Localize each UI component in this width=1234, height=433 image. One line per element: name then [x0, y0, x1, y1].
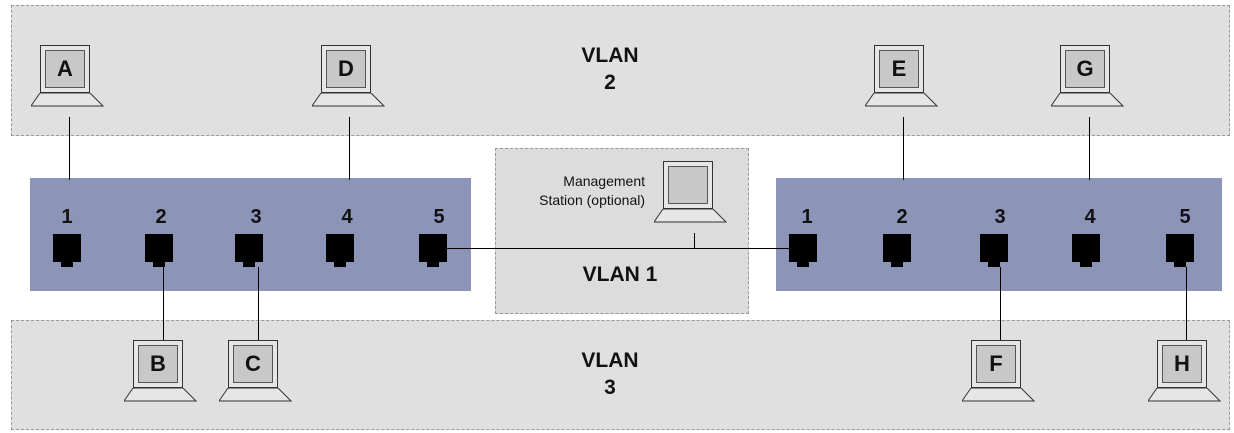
vlan3-label: VLAN 3	[570, 347, 650, 401]
laptop-G-screen: G	[1060, 45, 1110, 93]
laptop-C-label: C	[233, 345, 273, 383]
vlan1-label: VLAN 1	[582, 263, 658, 286]
left-port-2-number: 2	[155, 206, 167, 228]
right-port-3-number: 3	[994, 206, 1006, 228]
laptop-E-screen: E	[874, 45, 924, 93]
link-left5-right1	[447, 248, 789, 249]
laptop-A-keyboard	[31, 93, 105, 107]
laptop-H-label: H	[1162, 345, 1202, 383]
laptop-G: G	[1051, 45, 1127, 115]
right-port-4	[1072, 234, 1100, 267]
laptop-D-keyboard	[312, 93, 386, 107]
management-line2: Station (optional)	[539, 192, 645, 208]
management-line1: Management	[563, 173, 645, 189]
laptop-F-screen: F	[971, 340, 1021, 388]
laptop-F-label: F	[976, 345, 1016, 383]
left-port-5-number: 5	[433, 206, 445, 228]
right-port-1	[789, 234, 817, 267]
vlan2-number: 2	[604, 71, 616, 94]
vlan3-title: VLAN	[581, 349, 639, 372]
management-station-laptop	[654, 161, 730, 231]
right-port-2-number: 2	[896, 206, 908, 228]
laptop-B-screen: B	[133, 340, 183, 388]
laptop-H-keyboard	[1148, 388, 1222, 402]
left-port-1	[53, 234, 81, 267]
laptop-F: F	[962, 340, 1038, 410]
left-port-4-number: 4	[341, 206, 353, 228]
laptop-C-keyboard	[219, 388, 293, 402]
management-keyboard	[654, 209, 728, 223]
left-port-3-number: 3	[250, 206, 262, 228]
vlan2-band	[11, 5, 1230, 136]
laptop-E-keyboard	[865, 93, 939, 107]
left-port-3	[235, 234, 263, 267]
link-G-right-port-4	[1089, 117, 1090, 180]
link-B-left-port-2	[163, 267, 164, 340]
vlan2-label: VLAN 2	[570, 42, 650, 96]
link-C-left-port-3	[258, 267, 259, 340]
left-port-1-number: 1	[61, 206, 73, 228]
laptop-A: A	[31, 45, 107, 115]
link-E-right-port-2	[903, 117, 904, 180]
laptop-D: D	[312, 45, 388, 115]
laptop-G-label: G	[1065, 50, 1105, 88]
laptop-G-keyboard	[1051, 93, 1125, 107]
laptop-F-keyboard	[962, 388, 1036, 402]
right-port-4-number: 4	[1084, 206, 1096, 228]
laptop-B: B	[124, 340, 200, 410]
link-management-drop	[694, 233, 695, 248]
management-screen	[663, 161, 713, 209]
right-port-3	[980, 234, 1008, 267]
vlan3-band	[11, 320, 1230, 430]
laptop-H: H	[1148, 340, 1224, 410]
right-port-5-number: 5	[1179, 206, 1191, 228]
right-port-5	[1166, 234, 1194, 267]
laptop-D-label: D	[326, 50, 366, 88]
left-port-2	[145, 234, 173, 267]
right-port-1-number: 1	[801, 206, 813, 228]
laptop-H-screen: H	[1157, 340, 1207, 388]
laptop-D-screen: D	[321, 45, 371, 93]
vlan2-title: VLAN	[581, 44, 639, 67]
laptop-C: C	[219, 340, 295, 410]
laptop-B-keyboard	[124, 388, 198, 402]
link-F-right-port-3	[1000, 267, 1001, 340]
left-port-4	[326, 234, 354, 267]
laptop-B-label: B	[138, 345, 178, 383]
link-D-left-port-4	[349, 117, 350, 180]
left-port-5	[419, 234, 447, 267]
link-H-right-port-5	[1186, 267, 1187, 340]
link-A-left-port-1	[69, 117, 70, 180]
laptop-C-screen: C	[228, 340, 278, 388]
laptop-E-label: E	[879, 50, 919, 88]
management-station-label: Management Station (optional)	[500, 172, 645, 210]
right-port-2	[883, 234, 911, 267]
laptop-E: E	[865, 45, 941, 115]
vlan3-number: 3	[604, 376, 616, 399]
laptop-A-screen: A	[40, 45, 90, 93]
laptop-A-label: A	[45, 50, 85, 88]
